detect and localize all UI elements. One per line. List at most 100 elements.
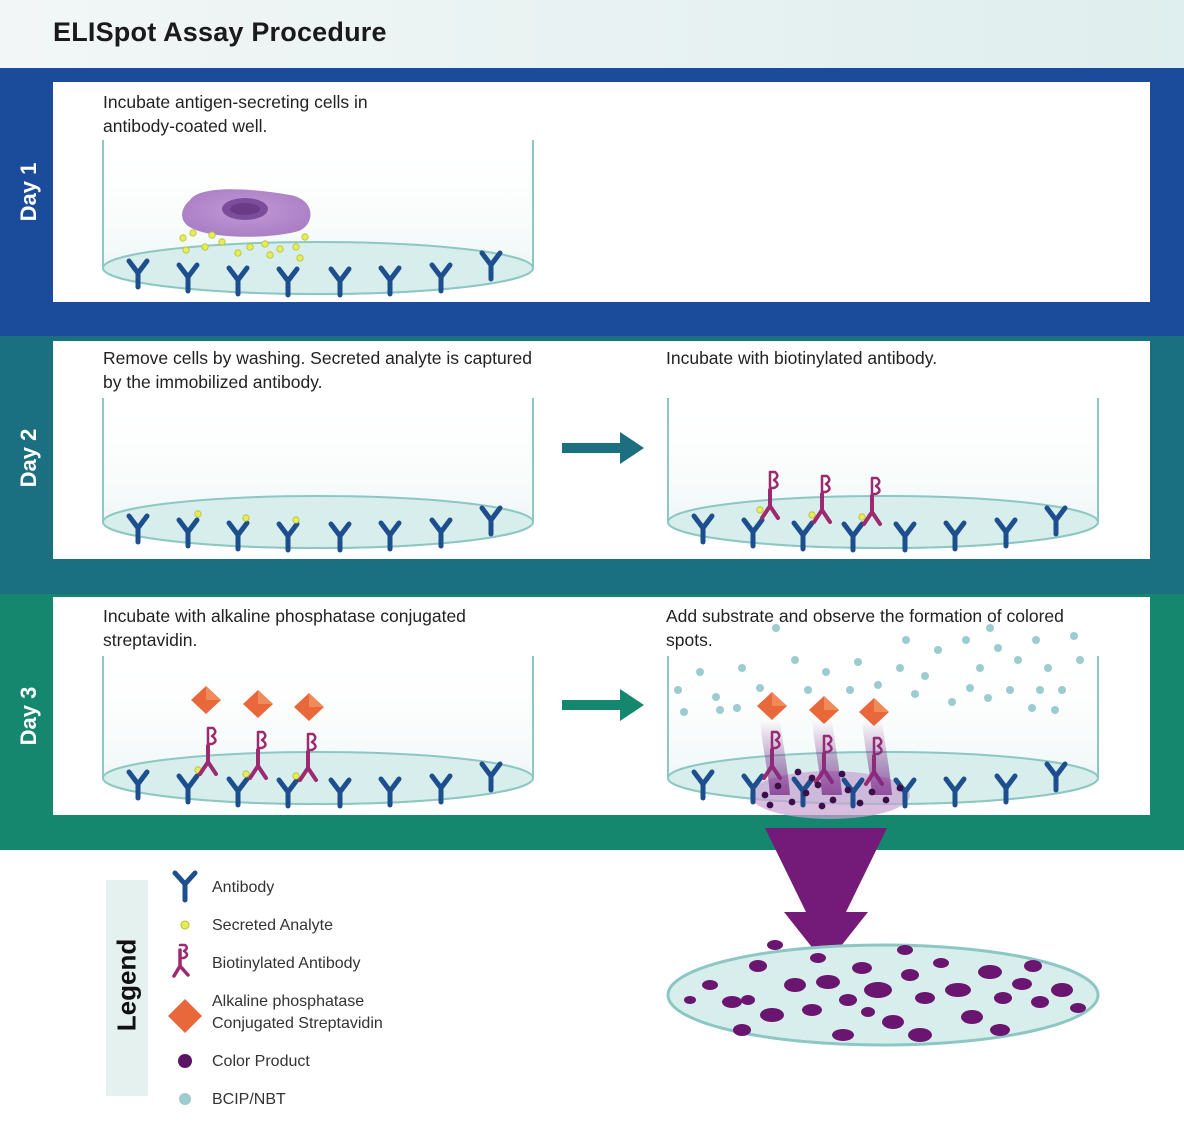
antibody-icon [429,773,453,805]
bcip-dot [966,684,974,692]
antibody-icon [429,517,453,549]
bcip-dot [738,664,746,672]
biotinylated-antibody-icon [248,748,268,780]
bcip-dot [696,668,704,676]
page-title: ELISpot Assay Procedure [53,17,387,47]
color-spot [839,994,857,1006]
antibody-icon [328,266,352,298]
color-spot [816,975,840,989]
bcip-dot [911,690,919,698]
bcip-dot [791,656,799,664]
streptavidin-facet [206,686,221,700]
antibody-icon [893,521,917,553]
bcip-dot [896,664,904,672]
analyte-dot [218,238,226,246]
antibody-icon [276,521,300,553]
analyte-dot [179,234,187,242]
analyte-dot [189,229,197,237]
legend-item-streptavidin: Alkaline phosphatase Conjugated Streptav… [212,993,383,1032]
antibody-icon [328,777,352,809]
bcip-dot [1076,656,1084,664]
color-spot [741,995,755,1005]
streptavidin-facet [309,693,324,707]
antibody-icon [1044,761,1068,793]
bcip-dot [822,668,830,676]
bcip-dot [948,698,956,706]
color-product-dot [838,770,846,778]
color-spot [749,960,767,972]
biotin-label-icon [820,474,831,494]
legend-item-biotinylated: Biotinylated Antibody [212,955,361,972]
legend-analyte-icon [180,920,190,930]
antibody-icon [691,513,715,545]
color-spot [978,965,1002,979]
bcip-dot [921,672,929,680]
bcip-dot [854,658,862,666]
analyte-dot [296,254,304,262]
arrow-day3 [562,689,644,721]
color-spot [802,1004,822,1016]
well-day3a [102,656,534,805]
antibody-icon [378,265,402,297]
analyte-dot [808,511,816,519]
antibody-icon [378,520,402,552]
color-product-dot [829,796,837,804]
bcip-dot [733,704,741,712]
legend-title: Legend [111,938,142,1032]
analyte-dot [261,240,269,248]
color-spot [702,980,718,990]
bcip-dot [1036,686,1044,694]
biotinylated-antibody-icon [812,492,832,524]
antibody-icon [126,769,150,801]
antibody-icon [226,776,250,808]
biotin-label-icon [256,730,267,750]
color-spot [684,996,696,1004]
biotin-label-icon [206,726,217,746]
color-spot [961,1010,983,1024]
color-spot [915,992,935,1004]
antibody-icon [226,520,250,552]
substrate-streams [760,720,892,795]
biotinylated-antibody-icon [862,494,882,526]
color-spot [882,1015,904,1029]
analyte-dot [276,245,284,253]
analyte-dot [292,516,300,524]
color-spot [810,953,826,963]
bcip-dot [772,624,780,632]
color-product-dots [761,768,904,810]
antibody-icon [226,265,250,297]
legend-color-product-icon [178,1054,192,1068]
bcip-dot [874,681,882,689]
bcip-dot [986,624,994,632]
color-spot [767,940,783,950]
bcip-dot [994,644,1002,652]
analyte-dot [194,510,202,518]
antibody-icon [791,520,815,552]
color-spot [760,1008,784,1022]
bcip-dot [674,686,682,694]
color-spot [1031,996,1049,1008]
bcip-dot [712,693,720,701]
bcip-dot [984,694,992,702]
well-day2b [667,398,1099,549]
antibody-icon [479,761,503,793]
analyte-dot [756,506,764,514]
bcip-dots [674,624,1084,716]
antibody-icon [328,521,352,553]
bcip-dot [846,686,854,694]
antibody-icon [479,505,503,537]
biotin-label-icon [870,476,881,496]
color-spot [832,1029,854,1041]
color-spot [1070,1003,1086,1013]
streptavidin-facet [258,690,273,704]
analyte-dot [234,249,242,257]
bcip-dot [716,706,724,714]
bcip-dot [680,708,688,716]
bcip-dot [756,684,764,692]
color-spot [897,945,913,955]
analyte-dot [858,513,866,521]
color-product-dot [788,798,796,806]
analyte-dot [266,251,274,259]
legend-bcip-icon [179,1093,191,1105]
bcip-dot [976,664,984,672]
